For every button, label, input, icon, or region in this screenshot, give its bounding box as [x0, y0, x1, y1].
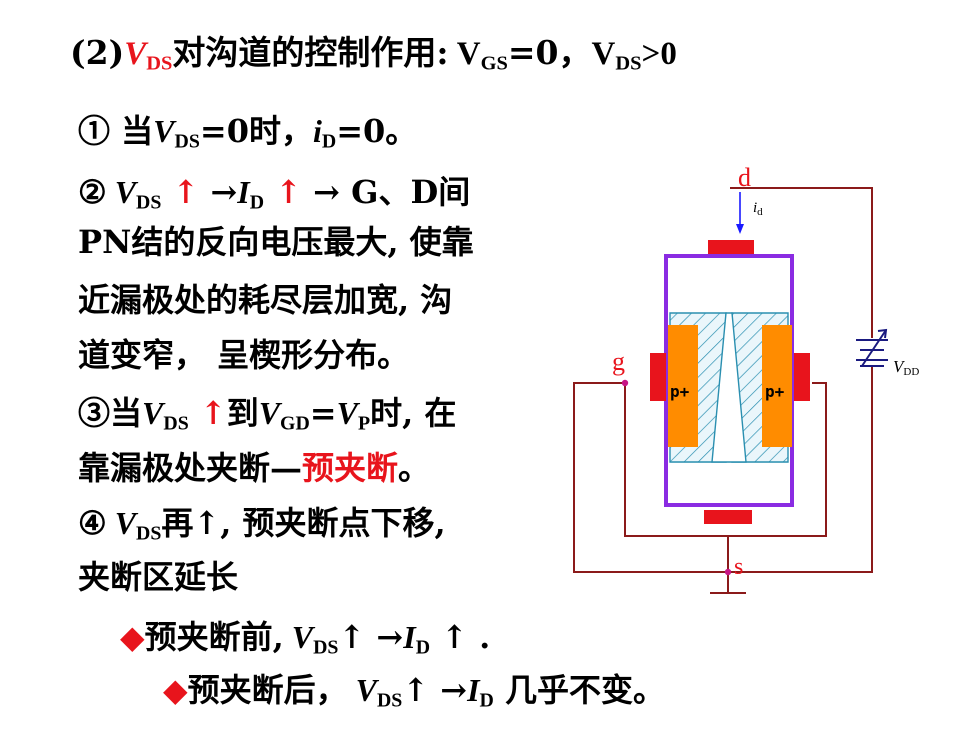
drain-electrode — [708, 240, 754, 254]
step-4-number: ④ — [78, 504, 107, 542]
step-3-text-a: 当 — [110, 394, 143, 432]
step-2-number: ② — [78, 173, 107, 211]
title-number: (2) — [70, 33, 125, 72]
title-cond1-sub: GS — [480, 52, 508, 75]
title-cond2-v: V — [591, 36, 616, 72]
step-4-line-2: 夹断区延长 — [78, 558, 239, 596]
vdd-battery-icon — [856, 328, 888, 367]
step-4-rest: 再↑, 预夹断点下移, — [161, 504, 446, 542]
step-3-number: ③ — [78, 394, 111, 432]
step-2-line-3: 近漏极处的耗尽层加宽, 沟 — [78, 281, 453, 319]
title-cond1-v: V — [448, 36, 481, 72]
bullet-after-pinch-off: ◆预夹断后， VDS↑ →ID 几乎不变。 — [163, 665, 665, 713]
bullet-2-v: V — [347, 672, 377, 708]
step-2-v: V — [106, 174, 137, 210]
source-terminal-dot — [724, 568, 732, 576]
gate-electrode-left — [650, 353, 666, 401]
step-2-up-arrow-1: ↑ — [161, 173, 200, 211]
title-cond2-sub: DS — [615, 52, 642, 75]
step-1-number: ① — [78, 112, 111, 150]
step-1-text-a: 当 — [110, 112, 154, 150]
step-4-v-sub: DS — [136, 522, 162, 545]
step-2-line-4: 道变窄， 呈楔形分布。 — [78, 336, 410, 374]
step-3-line-2-a: 靠漏极处夹断— — [78, 449, 303, 487]
bullet-2-text-b: ↑ → — [402, 671, 468, 709]
step-1-i-sub: D — [321, 130, 337, 153]
label-p1: p+ — [670, 382, 690, 401]
step-3-v-gd: V — [258, 395, 281, 431]
label-vdd: VDD — [893, 357, 919, 378]
label-s: s — [734, 554, 743, 580]
title-cond1-rest: =0， — [507, 33, 592, 72]
step-2-right-arrow: → — [199, 173, 238, 211]
step-3-text-b: 到 — [226, 394, 259, 432]
step-1-v-sub: DS — [174, 130, 200, 153]
diamond-bullet-icon: ◆ — [163, 671, 188, 709]
bullet-1-v: V — [283, 619, 314, 655]
step-3-line-2-c: 。 — [398, 449, 431, 487]
label-id: id — [753, 200, 763, 218]
gate-terminal-dot — [621, 379, 629, 387]
step-3-v-p-sub: P — [357, 412, 371, 435]
bullet-1-i-sub: D — [415, 636, 431, 659]
gate-p-region-left — [668, 325, 698, 447]
step-3-up-arrow: ↑ — [188, 394, 227, 432]
drain-current-arrow-icon — [736, 192, 744, 234]
title-text: 对沟道的控制作用: — [172, 33, 449, 72]
page-title: (2)VDS对沟道的控制作用: VGS=0，VDS>0 — [70, 26, 677, 76]
step-1-text-c: =0。 — [336, 112, 418, 150]
source-electrode — [704, 510, 752, 524]
bullet-2-i-sub: D — [479, 689, 494, 712]
step-2-i-sub: D — [249, 191, 265, 214]
bullet-1-text-c: ↑ . — [430, 618, 491, 656]
circuit-wires — [573, 187, 873, 594]
step-2-line-2: PN结的反向电压最大, 使靠 — [78, 223, 474, 261]
bullet-1-text-b: ↑ → — [338, 618, 404, 656]
step-3-v-ds: V — [142, 395, 164, 431]
label-g: g — [612, 347, 625, 376]
step-3-v-ds-sub: DS — [163, 412, 189, 435]
step-1: ① 当VDS=0时，iD=0。 — [78, 106, 417, 154]
step-2-line-1: ② VDS ↑ →ID ↑ → G、D间 — [78, 167, 470, 215]
step-2-i: I — [237, 174, 250, 210]
bullet-2-i: I — [467, 672, 480, 708]
step-3-v-p: V — [336, 395, 358, 431]
step-2-v-sub: DS — [136, 191, 162, 214]
step-4-v: V — [106, 505, 137, 541]
step-2-rest: → G、D间 — [302, 173, 471, 211]
bullet-2-text-c: 几乎不变。 — [493, 671, 666, 709]
step-3-v-gd-sub: GD — [280, 412, 310, 435]
label-d: d — [738, 163, 751, 192]
label-p2: p+ — [765, 382, 785, 401]
title-v: V — [124, 36, 147, 72]
step-1-text-b: =0时， — [199, 112, 313, 150]
step-1-v: V — [153, 113, 175, 149]
bullet-1-v-sub: DS — [313, 636, 339, 659]
step-2-up-arrow-2: ↑ — [264, 173, 303, 211]
bullet-1-i: I — [403, 619, 416, 655]
bullet-1-text-a: 预夹断前, — [144, 618, 284, 656]
gate-electrode-right — [794, 353, 810, 401]
step-4-line-1: ④ VDS再↑, 预夹断点下移, — [78, 498, 446, 546]
jfet-diagram: d id g s p+ p+ VDD — [573, 163, 919, 594]
bullet-2-text-a: 预夹断后， — [187, 671, 348, 709]
step-3-line-2: 靠漏极处夹断—预夹断。 — [78, 443, 430, 489]
title-v-sub: DS — [146, 52, 173, 75]
pinch-off-term: 预夹断 — [302, 449, 399, 487]
bullet-2-v-sub: DS — [376, 689, 403, 712]
step-3-equals: = — [309, 394, 337, 432]
step-3-line-1: ③当VDS ↑到VGD=VP时, 在 — [78, 388, 456, 436]
step-1-i: i — [312, 113, 322, 149]
diamond-bullet-icon: ◆ — [120, 618, 145, 656]
gate-p-region-right — [762, 325, 792, 447]
step-3-text-c: 时, 在 — [370, 394, 457, 432]
bullet-before-pinch-off: ◆预夹断前, VDS↑ →ID ↑ . — [120, 612, 490, 660]
title-cond2-rest: >0 — [641, 36, 677, 72]
